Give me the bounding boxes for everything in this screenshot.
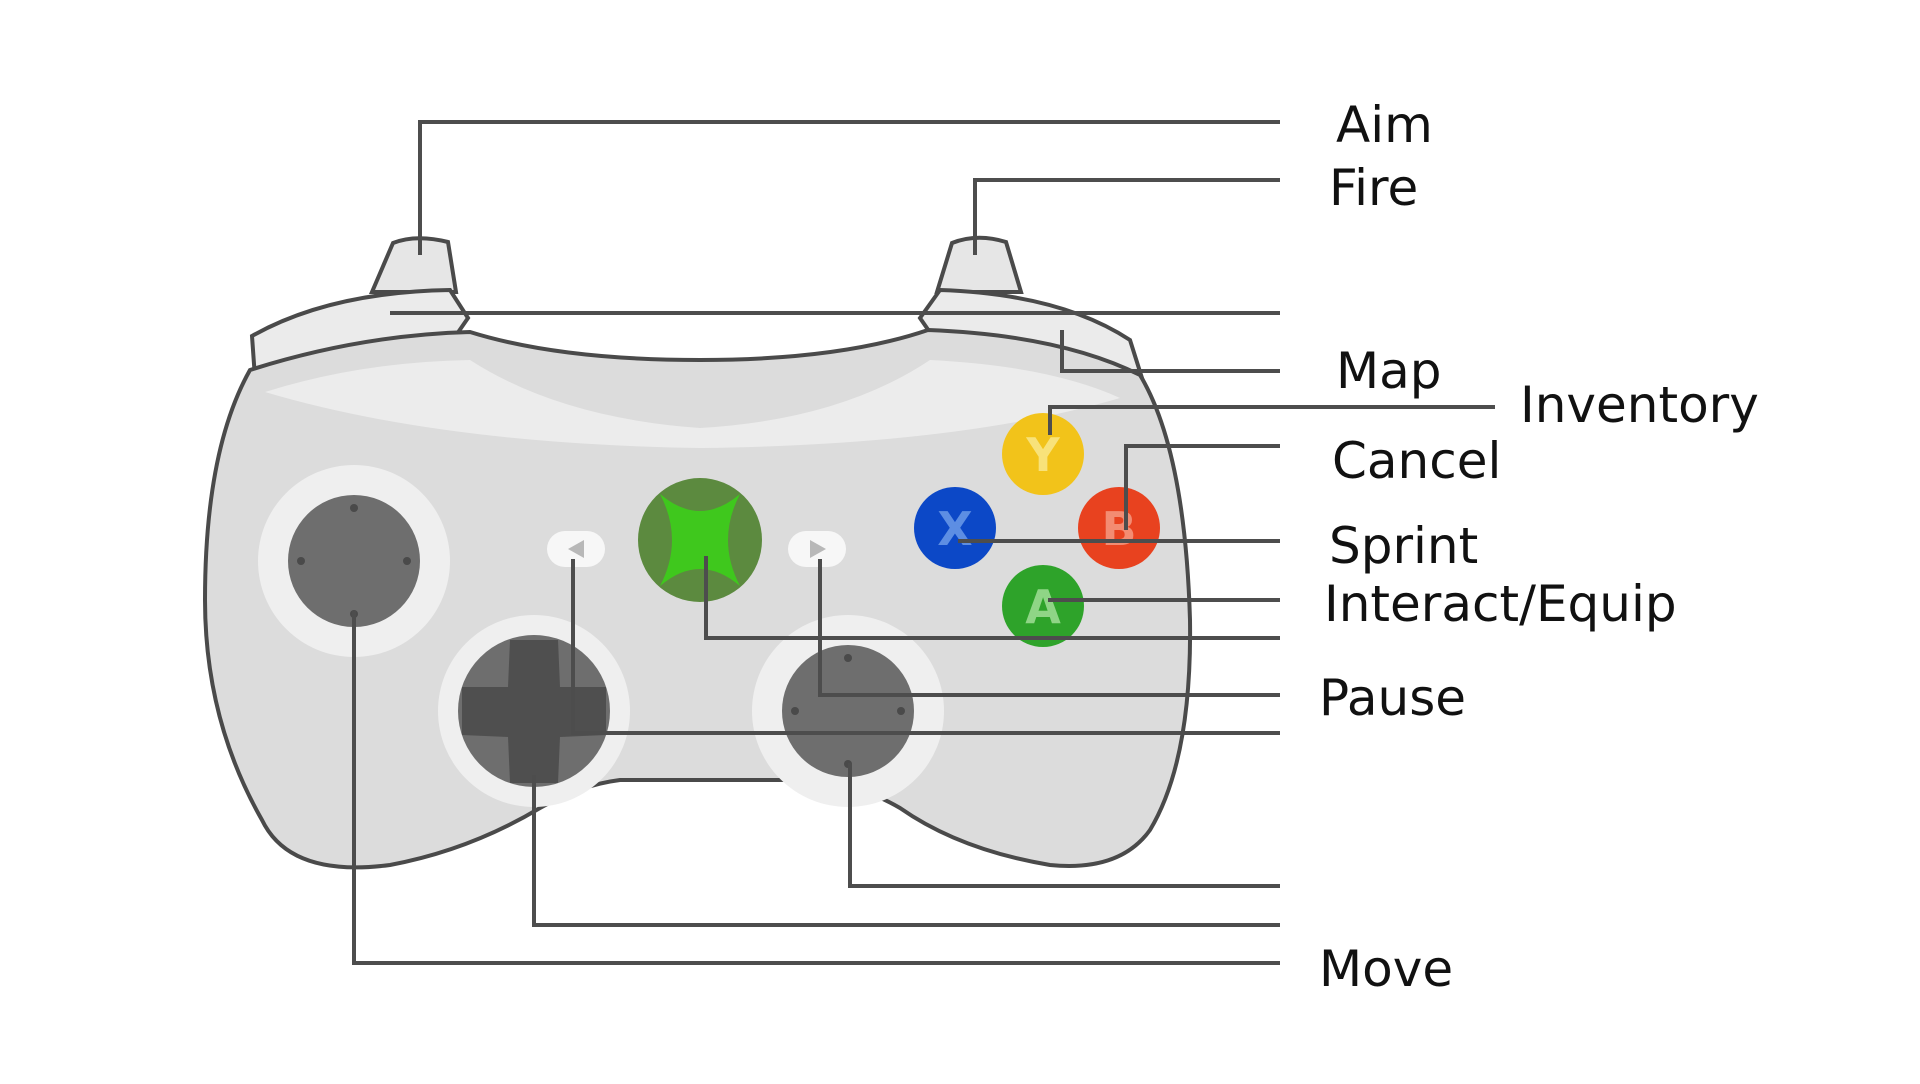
left-stick-dot-right bbox=[403, 557, 411, 565]
x-button-letter: X bbox=[937, 502, 972, 556]
label-map: Map bbox=[1336, 342, 1442, 400]
leader-guide bbox=[704, 556, 1280, 640]
leader-right-stick bbox=[848, 763, 1280, 888]
dpad-cross bbox=[462, 640, 606, 783]
left-trigger bbox=[368, 236, 459, 294]
leader-back bbox=[571, 559, 1280, 735]
leader-aim bbox=[418, 120, 1280, 255]
left-stick bbox=[288, 495, 420, 627]
leader-lines bbox=[352, 120, 1495, 965]
right-stick-dot-left bbox=[791, 707, 799, 715]
label-cancel: Cancel bbox=[1332, 432, 1502, 490]
left-stick-dot-left bbox=[297, 557, 305, 565]
a-button: A bbox=[1002, 565, 1084, 647]
x-button: X bbox=[914, 487, 996, 569]
y-button: Y bbox=[1002, 413, 1084, 495]
label-sprint: Sprint bbox=[1329, 517, 1479, 575]
leader-cancel bbox=[1124, 444, 1280, 530]
leader-pause bbox=[818, 559, 1280, 697]
label-aim: Aim bbox=[1336, 96, 1433, 154]
leader-fire bbox=[973, 178, 1280, 255]
guide-x-logo-icon bbox=[660, 494, 740, 586]
right-stick bbox=[782, 645, 914, 777]
a-button-letter: A bbox=[1025, 580, 1061, 634]
leader-dpad bbox=[532, 775, 1280, 927]
leader-map bbox=[1060, 330, 1280, 373]
right-trigger bbox=[934, 235, 1024, 294]
leader-move bbox=[352, 611, 1280, 965]
label-inventory: Inventory bbox=[1520, 376, 1759, 434]
leader-inventory bbox=[1048, 405, 1495, 435]
b-button-letter: B bbox=[1101, 502, 1136, 556]
label-pause: Pause bbox=[1319, 669, 1467, 727]
label-interact-equip: Interact/Equip bbox=[1324, 575, 1677, 633]
label-fire: Fire bbox=[1329, 159, 1419, 217]
left-stick-dot-top bbox=[350, 504, 358, 512]
right-stick-dot-right bbox=[897, 707, 905, 715]
y-button-letter: Y bbox=[1025, 428, 1060, 482]
label-move: Move bbox=[1319, 940, 1454, 998]
start-arrow-icon bbox=[810, 540, 826, 558]
body-highlight bbox=[265, 360, 1120, 448]
back-arrow-icon bbox=[568, 540, 584, 558]
b-button: B bbox=[1078, 487, 1160, 569]
right-stick-dot-top bbox=[844, 654, 852, 662]
